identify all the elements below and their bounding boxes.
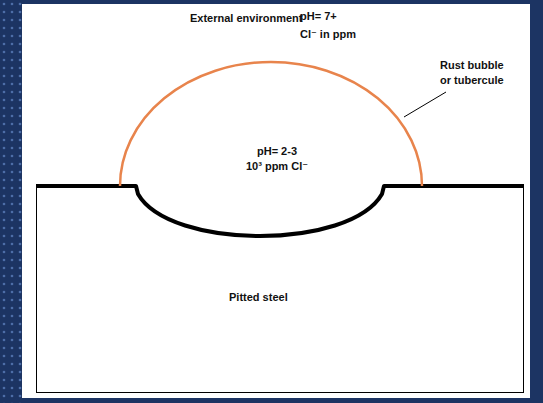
leader-line: [404, 92, 446, 117]
slide-panel: [22, 4, 530, 398]
callout-label: Rust bubble or tubercule: [440, 58, 512, 88]
material-label: Pitted steel: [229, 290, 288, 305]
steel-block: Pitted steel: [36, 186, 524, 393]
node-text-group: pH= 2-310³ ppm Cl⁻: [118, 144, 436, 174]
pit-chemistry-text: pH= 2-3: [118, 144, 436, 159]
pit-surface: [36, 186, 524, 236]
environment-label: External environment: [190, 11, 302, 26]
environment-label: Cl⁻ in ppm: [300, 27, 356, 42]
environment-label: pH= 7+: [300, 9, 337, 24]
pit-chemistry-text: 10³ ppm Cl⁻: [118, 159, 436, 174]
rust-bubble: pH= 2-310³ ppm Cl⁻: [118, 58, 436, 190]
node-text-group: Pitted steel: [229, 290, 288, 305]
dotted-strip: [0, 0, 22, 403]
